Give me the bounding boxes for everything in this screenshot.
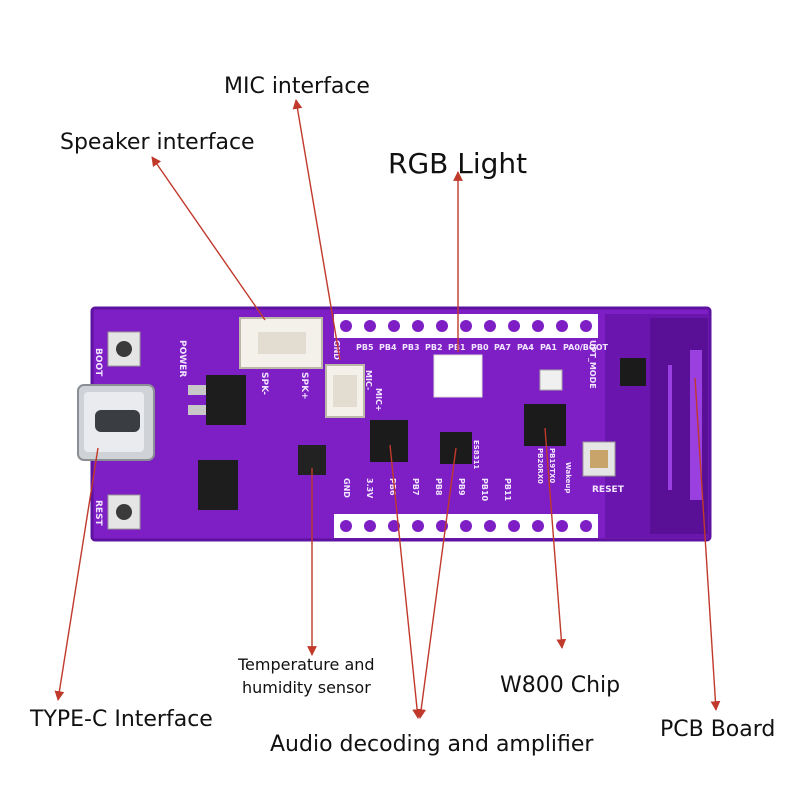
pin-label: PB11 — [503, 478, 512, 502]
top-pin-header — [334, 314, 598, 338]
silk-boot: BOOT — [93, 348, 103, 377]
pin-label: PB10 — [480, 478, 489, 502]
header-pin — [460, 320, 472, 332]
pin-label: PB3 — [402, 343, 420, 352]
pin-label: PB2 — [425, 343, 443, 352]
header-pin — [508, 520, 520, 532]
speaker-connector — [239, 317, 323, 369]
header-pin — [388, 320, 400, 332]
regulator-chip — [188, 375, 246, 425]
w800-chip — [524, 404, 566, 446]
header-pin — [484, 320, 496, 332]
header-pin — [532, 520, 544, 532]
header-pin — [532, 320, 544, 332]
silk-power: POWER — [177, 340, 187, 377]
pin-label: PA7 — [494, 343, 511, 352]
boot-button — [107, 331, 141, 367]
arrow-w800 — [544, 427, 567, 649]
label-w800-chip: W800 Chip — [500, 673, 621, 698]
pin-label: PB1 — [448, 343, 466, 352]
arrow-mic — [292, 99, 341, 361]
arrow-pcb — [694, 377, 721, 711]
arrow-speaker — [151, 156, 266, 321]
pin-label: 3.3V — [365, 478, 374, 499]
pin-label: PB6 — [388, 478, 397, 496]
bottom-pin-labels: GND 3.3V PB6 PB7 PB8 PB9 PB10 PB11 — [342, 478, 512, 502]
callout-arrows — [54, 99, 721, 719]
silk-gnd: GND — [332, 340, 341, 360]
usb-c-connector — [77, 384, 155, 461]
arrow-audio-2 — [416, 447, 457, 719]
header-pin — [364, 320, 376, 332]
label-pcb-board: PCB Board — [660, 717, 776, 742]
silk-upt-mode: UPT_MODE — [588, 340, 597, 389]
silk-reset: RESET — [592, 485, 625, 495]
flash-chip — [198, 460, 238, 510]
silk-mic-minus: MIC- — [364, 370, 373, 390]
header-pin — [340, 520, 352, 532]
label-temp-line2: humidity sensor — [242, 678, 371, 697]
pin-label: PA0/BOOT — [563, 343, 609, 352]
pin-label: PA1 — [540, 343, 557, 352]
rest-button — [107, 494, 141, 530]
pin-label: PB8 — [434, 478, 443, 496]
arrow-audio-1 — [389, 444, 422, 719]
label-typec-interface: TYPE-C Interface — [30, 707, 213, 732]
header-pin — [460, 520, 472, 532]
header-pin — [556, 520, 568, 532]
bottom-pin-header — [334, 514, 598, 538]
header-pin — [340, 320, 352, 332]
label-speaker-interface: Speaker interface — [60, 130, 255, 155]
pin-label: PB5 — [356, 343, 374, 352]
silk-wakeup: Wakeup — [564, 462, 572, 493]
silk-rest: REST — [93, 500, 103, 527]
silk-uart2: PB19TX0 — [548, 448, 556, 483]
reset-button — [582, 441, 616, 477]
small-component — [539, 358, 646, 391]
header-pin — [388, 520, 400, 532]
label-temp-line1: Temperature and — [238, 655, 375, 674]
pin-label: PB4 — [379, 343, 397, 352]
pin-label: GND — [342, 478, 351, 498]
pin-label: PA4 — [517, 343, 534, 352]
pin-label: PB9 — [457, 478, 466, 496]
header-pin — [580, 520, 592, 532]
top-pin-labels: PB5 PB4 PB3 PB2 PB1 PB0 PA7 PA4 PA1 PA0/BOOT — [356, 343, 609, 352]
pin-label: PB7 — [411, 478, 420, 496]
header-pin — [508, 320, 520, 332]
pin-label: PB0 — [471, 343, 489, 352]
label-mic-interface: MIC interface — [224, 74, 370, 99]
header-pin — [484, 520, 496, 532]
silk-spk-plus: SPK+ — [299, 372, 309, 400]
silk-spk-minus: SPK- — [259, 372, 269, 395]
header-pin — [364, 520, 376, 532]
arrow-typec — [54, 447, 99, 701]
audio-amplifier-chip — [370, 420, 408, 462]
header-pin — [580, 320, 592, 332]
header-pin — [556, 320, 568, 332]
header-pin — [412, 320, 424, 332]
header-pin — [412, 520, 424, 532]
rgb-led — [433, 354, 483, 398]
label-audio-decoding: Audio decoding and amplifier — [270, 732, 594, 757]
silk-es8311: ES8311 — [472, 440, 480, 469]
silk-uart: PB20RX0 — [536, 448, 544, 484]
mic-connector — [325, 364, 365, 418]
label-rgb-light: RGB Light — [388, 147, 528, 180]
header-pin — [436, 320, 448, 332]
silk-mic-plus: MIC+ — [374, 388, 383, 412]
